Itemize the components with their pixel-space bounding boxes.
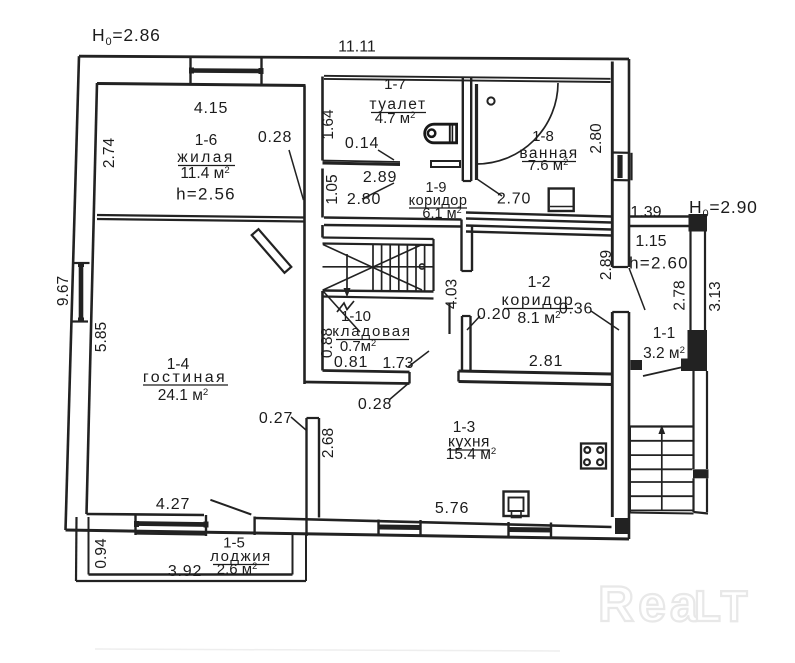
svg-text:1.39: 1.39 bbox=[630, 204, 661, 221]
svg-text:5.85: 5.85 bbox=[93, 322, 110, 352]
svg-text:0.27: 0.27 bbox=[259, 410, 293, 427]
svg-text:0.88: 0.88 bbox=[319, 328, 336, 358]
svg-text:гостиная: гостиная bbox=[143, 369, 227, 386]
svg-text:1-3: 1-3 bbox=[453, 419, 475, 436]
svg-text:2.80: 2.80 bbox=[347, 191, 381, 208]
svg-text:1-5: 1-5 bbox=[223, 535, 245, 552]
svg-text:8.1 м2: 8.1 м2 bbox=[517, 310, 560, 327]
svg-text:3.13: 3.13 bbox=[707, 281, 724, 311]
svg-text:лоджия: лоджия bbox=[210, 548, 272, 565]
svg-text:коридор: коридор bbox=[409, 193, 468, 209]
svg-text:1-2: 1-2 bbox=[527, 274, 550, 291]
svg-text:2.89: 2.89 bbox=[363, 169, 397, 186]
svg-text:1-9: 1-9 bbox=[426, 180, 447, 196]
svg-text:2.81: 2.81 bbox=[529, 353, 563, 370]
svg-text:4.15: 4.15 bbox=[194, 100, 228, 117]
svg-text:h=2.56: h=2.56 bbox=[176, 185, 236, 204]
svg-text:1.73: 1.73 bbox=[382, 355, 413, 372]
svg-text:жилая: жилая bbox=[177, 149, 235, 166]
svg-text:2.80: 2.80 bbox=[588, 123, 605, 154]
svg-text:15.4 м2: 15.4 м2 bbox=[446, 446, 496, 463]
svg-text:11.4 м2: 11.4 м2 bbox=[180, 165, 229, 182]
svg-text:0.14: 0.14 bbox=[345, 135, 379, 152]
svg-text:коридор: коридор bbox=[502, 292, 575, 309]
svg-text:3.2 м2: 3.2 м2 bbox=[643, 345, 685, 362]
svg-text:2.68: 2.68 bbox=[320, 428, 337, 458]
svg-text:туалет: туалет bbox=[369, 96, 426, 113]
svg-text:1-6: 1-6 bbox=[195, 132, 217, 149]
svg-text:2.78: 2.78 bbox=[672, 280, 689, 310]
svg-text:3.92: 3.92 bbox=[168, 563, 202, 580]
svg-text:1-8: 1-8 bbox=[532, 128, 554, 145]
svg-text:0.94: 0.94 bbox=[93, 538, 110, 569]
svg-text:1-1: 1-1 bbox=[653, 325, 675, 342]
svg-text:0.28: 0.28 bbox=[358, 396, 392, 413]
svg-text:4.7 м2: 4.7 м2 bbox=[375, 110, 416, 127]
svg-text:h=2.60: h=2.60 bbox=[629, 254, 689, 273]
svg-text:H0=2.86: H0=2.86 bbox=[92, 25, 161, 48]
svg-text:6.1 м2: 6.1 м2 bbox=[422, 205, 461, 222]
svg-text:2.6 м2: 2.6 м2 bbox=[217, 561, 258, 578]
svg-text:2.70: 2.70 bbox=[497, 191, 531, 208]
svg-text:кухня: кухня bbox=[448, 434, 490, 451]
svg-text:0.7м2: 0.7м2 bbox=[340, 338, 376, 355]
svg-text:7.6 м2: 7.6 м2 bbox=[528, 157, 569, 174]
svg-text:4.03: 4.03 bbox=[444, 279, 461, 309]
svg-text:0.28: 0.28 bbox=[258, 129, 292, 146]
svg-text:0.81: 0.81 bbox=[334, 354, 368, 371]
svg-text:2.74: 2.74 bbox=[101, 138, 118, 169]
svg-text:24.1 м2: 24.1 м2 bbox=[158, 387, 208, 404]
svg-text:1-7: 1-7 bbox=[384, 76, 406, 93]
svg-text:Rea: Rea bbox=[598, 576, 702, 632]
svg-text:LT: LT bbox=[694, 582, 751, 631]
svg-text:0.36: 0.36 bbox=[559, 301, 593, 318]
svg-text:9.67: 9.67 bbox=[55, 276, 72, 306]
svg-text:5.76: 5.76 bbox=[435, 500, 469, 517]
svg-text:11.11: 11.11 bbox=[338, 39, 376, 56]
svg-text:H0=2.90: H0=2.90 bbox=[689, 197, 758, 220]
svg-text:2.89: 2.89 bbox=[598, 250, 615, 280]
svg-text:1-10: 1-10 bbox=[341, 308, 371, 325]
svg-text:4.27: 4.27 bbox=[156, 496, 190, 513]
svg-text:кладовая: кладовая bbox=[332, 323, 412, 340]
svg-text:1-4: 1-4 bbox=[167, 356, 190, 373]
svg-text:0.20: 0.20 bbox=[477, 306, 511, 323]
svg-text:ванная: ванная bbox=[519, 145, 578, 162]
svg-text:1.64: 1.64 bbox=[320, 109, 337, 140]
svg-text:1.15: 1.15 bbox=[635, 233, 666, 250]
svg-text:1.05: 1.05 bbox=[324, 174, 341, 204]
